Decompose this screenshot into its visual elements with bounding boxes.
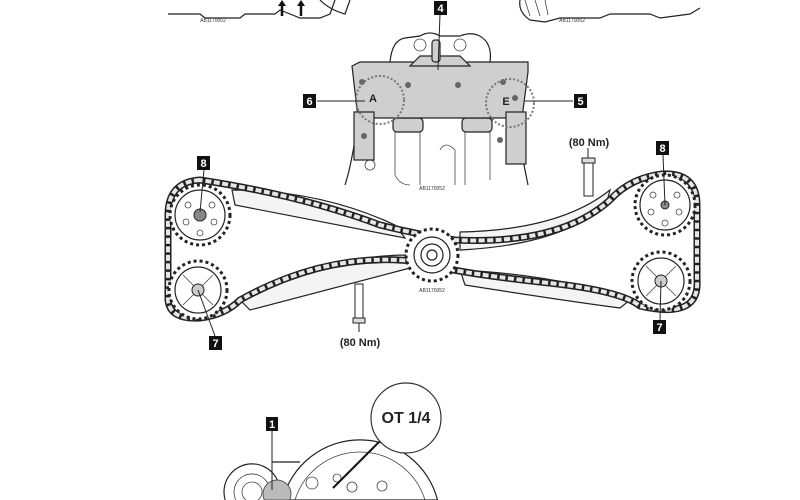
- callout-4: 4: [434, 1, 447, 15]
- figure-code: AB1170052: [200, 18, 226, 24]
- timing-chain-assembly: AB1170052 (80 Nm) (80 Nm): [164, 137, 701, 349]
- top-left-partial-view: AB1170052: [168, 0, 351, 24]
- callout-7-right: 7: [653, 320, 666, 334]
- callout-1: 1: [266, 417, 278, 431]
- svg-text:5: 5: [577, 96, 583, 108]
- chain-guide-upper-left: [231, 189, 407, 239]
- figure-code: AB1170052: [419, 288, 445, 294]
- exhaust-mark-letter: E: [502, 96, 509, 108]
- svg-text:4: 4: [437, 3, 444, 15]
- callout-5: 5: [574, 94, 587, 108]
- intake-mark-letter: A: [369, 93, 377, 105]
- upper-left-cam-sprocket: [168, 183, 232, 247]
- tensioner-bolt-upper: [581, 157, 596, 197]
- callout-8-left: 8: [197, 156, 210, 170]
- arrow-up-icon: [278, 0, 286, 16]
- svg-text:7: 7: [212, 338, 218, 350]
- tensioner-bolt-lower: [352, 283, 366, 332]
- svg-text:8: 8: [659, 143, 665, 155]
- svg-text:6: 6: [306, 96, 312, 108]
- svg-text:7: 7: [656, 322, 662, 334]
- callout-6: 6: [303, 94, 316, 108]
- arrow-up-icon: [297, 0, 305, 16]
- figure-code: AB1170052: [559, 18, 585, 24]
- intake-mark-highlight: [355, 75, 405, 125]
- tdc-marker-bubble: OT 1/4: [370, 382, 442, 454]
- crankshaft-pulley: [223, 439, 439, 500]
- top-right-partial-view: AB1170052: [519, 0, 701, 24]
- camshaft-alignment-tool: A E AB1170052: [344, 32, 535, 192]
- callout-7-left: 7: [209, 336, 222, 350]
- tdc-label: OT 1/4: [382, 410, 431, 427]
- torque-label-upper: (80 Nm): [569, 137, 610, 149]
- svg-text:1: 1: [269, 419, 275, 431]
- svg-text:8: 8: [200, 158, 206, 170]
- figure-code: AB1170052: [419, 186, 445, 192]
- exhaust-mark-highlight: [485, 78, 535, 128]
- callout-8-right: 8: [656, 141, 669, 155]
- center-idler-sprocket: [404, 227, 460, 283]
- torque-label-lower: (80 Nm): [340, 337, 381, 349]
